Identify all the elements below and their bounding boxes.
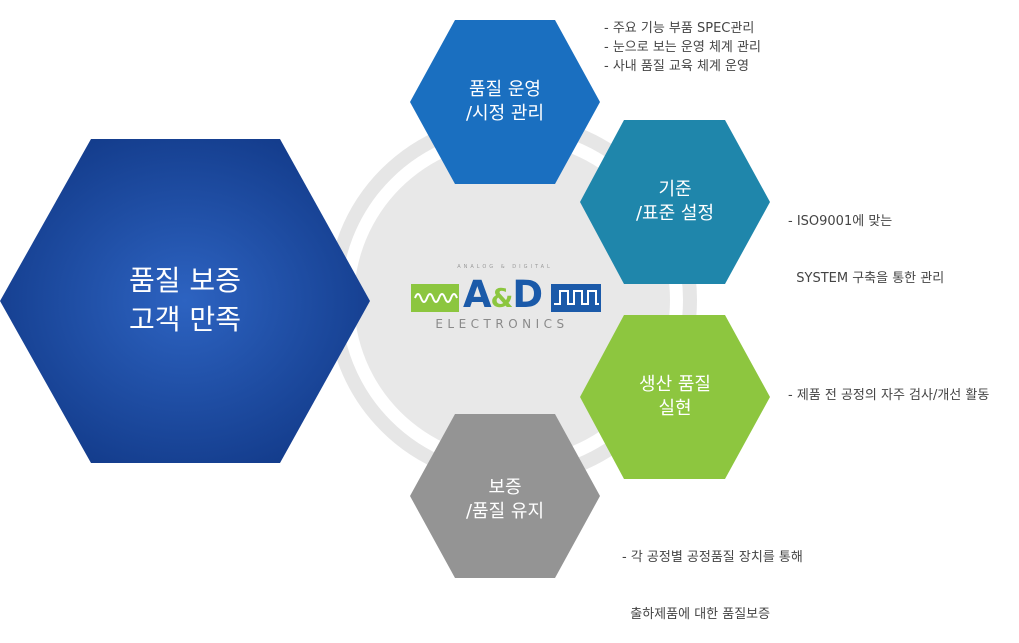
logo-a: A — [463, 273, 492, 316]
logo-bottom-text: ELECTRONICS — [435, 317, 569, 331]
standard-notes: - ISO9001에 맞는 SYSTEM 구축을 통한 관리 — [788, 174, 944, 307]
logo-mark — [411, 284, 601, 312]
hex-assurance — [410, 414, 600, 578]
production-quality-notes: - 제품 전 공정의 자주 검사/개선 활동 — [788, 386, 989, 405]
hex-quality-ops-line-2: /시정 관리 — [465, 103, 545, 124]
note-line: - ISO9001에 맞는 — [788, 214, 893, 229]
note-line: - 눈으로 보는 운영 체계 관리 — [604, 40, 761, 55]
hex-production-quality-label: 생산 품질 실현 — [600, 360, 750, 434]
note-line: - 각 공정별 공정품질 장치를 통해 — [622, 550, 803, 565]
logo-amp: & — [490, 284, 514, 314]
note-line: - 사내 품질 교육 체계 운영 — [604, 59, 749, 74]
note-line: SYSTEM 구축을 통한 관리 — [788, 271, 945, 286]
center-hex-line-2: 고객 만족 — [129, 303, 241, 336]
note-line: - 주요 기능 부품 SPEC관리 — [604, 21, 755, 36]
hex-assurance-label: 보증 /품질 유지 — [430, 463, 580, 537]
quality-assurance-hex — [0, 139, 370, 463]
hex-standard-line-1: 기준 — [658, 178, 692, 200]
assurance-notes: - 각 공정별 공정품질 장치를 통해 출하제품에 대한 품질보증 — [622, 510, 803, 643]
hex-standard-label: 기준 /표준 설정 — [600, 165, 750, 239]
center-hex-line-1: 품질 보증 — [129, 263, 241, 297]
hex-quality-ops — [410, 20, 600, 184]
note-line: 출하제품에 대한 품질보증 — [622, 607, 771, 622]
quality-ops-notes: - 주요 기능 부품 SPEC관리 - 눈으로 보는 운영 체계 관리 - 사내… — [604, 19, 761, 76]
center-hex-label: 품질 보증 고객 만족 — [60, 230, 310, 370]
hex-production-quality-line-1: 생산 품질 — [639, 373, 711, 395]
hex-production-quality-line-2: 실현 — [658, 398, 692, 419]
hex-quality-ops-line-1: 품질 운영 — [469, 78, 541, 100]
hex-assurance-line-2: /품질 유지 — [465, 501, 545, 522]
hex-quality-ops-label: 품질 운영 /시정 관리 — [430, 65, 580, 139]
logo-main-text: A&D — [463, 273, 543, 316]
hex-assurance-line-1: 보증 — [488, 476, 522, 498]
hex-production-quality — [580, 315, 770, 479]
analog-wave-icon — [414, 293, 458, 303]
digital-pulse-icon — [554, 290, 599, 305]
logo-pulse-box — [551, 284, 601, 312]
hex-standard — [580, 120, 770, 284]
note-line: - 제품 전 공정의 자주 검사/개선 활동 — [788, 388, 990, 403]
logo-d: D — [512, 273, 543, 316]
hex-standard-line-2: /표준 설정 — [635, 203, 715, 224]
logo-top-text: ANALOG & DIGITAL — [457, 264, 553, 270]
diagram-canvas — [0, 20, 770, 578]
